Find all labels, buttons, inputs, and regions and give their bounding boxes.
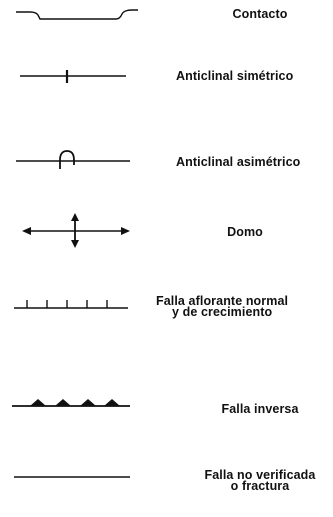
legend-row-unverified-fault: Falla no verificada o fractura xyxy=(0,460,333,510)
legend-label-unverified-fault: Falla no verificada o fractura xyxy=(190,468,330,493)
label-line: Contacto xyxy=(232,7,288,21)
label-line: Falla inversa xyxy=(221,402,299,416)
symmetric-anticline-symbol-icon xyxy=(20,70,126,83)
label-line: o fractura xyxy=(230,479,290,493)
label-line: Domo xyxy=(227,225,263,239)
legend-label-asymmetric-anticline: Anticlinal asimétrico xyxy=(176,155,333,169)
legend-row-reverse-fault: Falla inversa xyxy=(0,390,333,420)
legend-row-contact: Contacto xyxy=(0,0,333,30)
contact-symbol-icon xyxy=(16,9,138,20)
legend-row-normal-growth-fault: Falla aflorante normal y de crecimiento xyxy=(0,285,333,325)
label-line: Falla aflorante normal xyxy=(156,294,289,308)
legend-row-dome: Domo xyxy=(0,210,333,250)
unverified-fault-symbol-icon xyxy=(14,476,130,478)
reverse-fault-symbol-icon xyxy=(12,399,130,407)
legend-label-normal-growth-fault: Falla aflorante normal y de crecimiento xyxy=(156,294,333,319)
normal-growth-fault-symbol-icon xyxy=(14,300,128,309)
legend-row-asymmetric-anticline: Anticlinal asimétrico xyxy=(0,140,333,170)
asymmetric-anticline-symbol-icon xyxy=(16,150,130,169)
legend-label-symmetric-anticline: Anticlinal simétrico xyxy=(176,69,333,83)
label-line: Falla no verificada xyxy=(204,468,316,482)
legend-label-dome: Domo xyxy=(220,225,270,239)
label-line: Anticlinal simétrico xyxy=(176,69,294,83)
label-line: y de crecimiento xyxy=(172,305,273,319)
label-line: Anticlinal asimétrico xyxy=(176,155,301,169)
legend-row-symmetric-anticline: Anticlinal simétrico xyxy=(0,60,333,90)
legend-label-contact: Contacto xyxy=(210,7,310,21)
dome-symbol-icon xyxy=(22,213,130,248)
legend-label-reverse-fault: Falla inversa xyxy=(205,402,315,416)
